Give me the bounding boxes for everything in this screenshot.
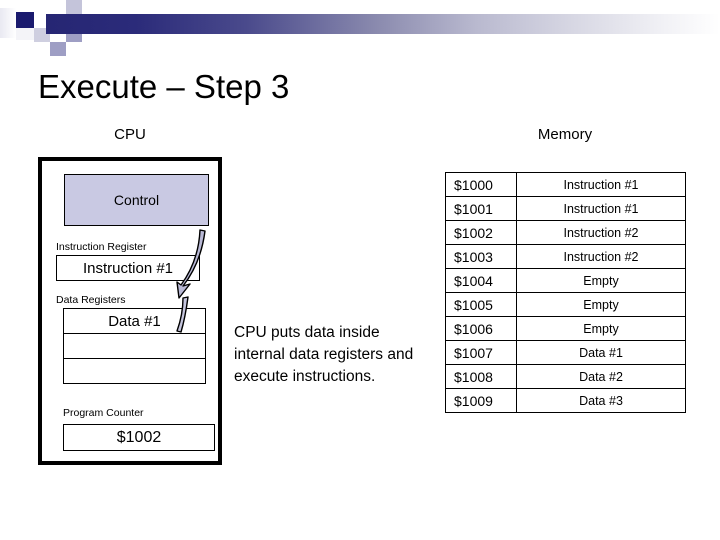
cpu-diagram-box: Control Instruction Register Instruction… xyxy=(38,157,222,465)
table-row: $1004 Empty xyxy=(445,268,686,293)
memory-address: $1007 xyxy=(445,340,517,365)
table-row: $1003 Instruction #2 xyxy=(445,244,686,269)
table-row: $1005 Empty xyxy=(445,292,686,317)
memory-address: $1005 xyxy=(445,292,517,317)
table-row: $1007 Data #1 xyxy=(445,340,686,365)
memory-address: $1000 xyxy=(445,172,517,197)
memory-value: Empty xyxy=(516,292,686,317)
banner-square-6 xyxy=(50,0,66,14)
program-counter-value: $1002 xyxy=(63,424,215,451)
banner-square-9 xyxy=(66,0,82,14)
table-row: $1001 Instruction #1 xyxy=(445,196,686,221)
table-row: $1009 Data #3 xyxy=(445,388,686,413)
memory-value: Instruction #1 xyxy=(516,172,686,197)
memory-address: $1003 xyxy=(445,244,517,269)
memory-section-label: Memory xyxy=(537,126,593,143)
data-registers-label: Data Registers xyxy=(56,294,126,306)
banner-square-1 xyxy=(0,8,16,38)
explanation-text: CPU puts data inside internal data regis… xyxy=(234,324,414,385)
memory-value: Data #1 xyxy=(516,340,686,365)
memory-address: $1002 xyxy=(445,220,517,245)
instruction-register-value: Instruction #1 xyxy=(56,255,200,281)
banner-square-8 xyxy=(50,42,66,56)
program-counter-label: Program Counter xyxy=(63,407,144,419)
header-banner xyxy=(0,0,720,60)
data-register-row xyxy=(63,358,206,384)
table-row: $1008 Data #2 xyxy=(445,364,686,389)
memory-table: $1000 Instruction #1 $1001 Instruction #… xyxy=(445,172,686,413)
memory-value: Instruction #2 xyxy=(516,220,686,245)
memory-value: Data #2 xyxy=(516,364,686,389)
memory-value: Instruction #1 xyxy=(516,196,686,221)
control-unit-box: Control xyxy=(64,174,209,226)
banner-square-5 xyxy=(34,42,50,56)
banner-square-2 xyxy=(16,12,34,28)
data-register-row xyxy=(63,333,206,359)
instruction-register-label: Instruction Register xyxy=(56,241,147,253)
memory-value: Empty xyxy=(516,268,686,293)
memory-address: $1009 xyxy=(445,388,517,413)
page-title: Execute – Step 3 xyxy=(38,68,290,105)
memory-value: Empty xyxy=(516,316,686,341)
cpu-section-label: CPU xyxy=(114,126,146,143)
memory-value: Data #3 xyxy=(516,388,686,413)
memory-address: $1001 xyxy=(445,196,517,221)
memory-value: Instruction #2 xyxy=(516,244,686,269)
memory-address: $1004 xyxy=(445,268,517,293)
memory-address: $1008 xyxy=(445,364,517,389)
banner-gradient-bar xyxy=(46,14,720,34)
table-row: $1000 Instruction #1 xyxy=(445,172,686,197)
curved-arrow-icon xyxy=(176,229,206,333)
memory-address: $1006 xyxy=(445,316,517,341)
banner-square-3 xyxy=(16,28,34,40)
table-row: $1006 Empty xyxy=(445,316,686,341)
table-row: $1002 Instruction #2 xyxy=(445,220,686,245)
